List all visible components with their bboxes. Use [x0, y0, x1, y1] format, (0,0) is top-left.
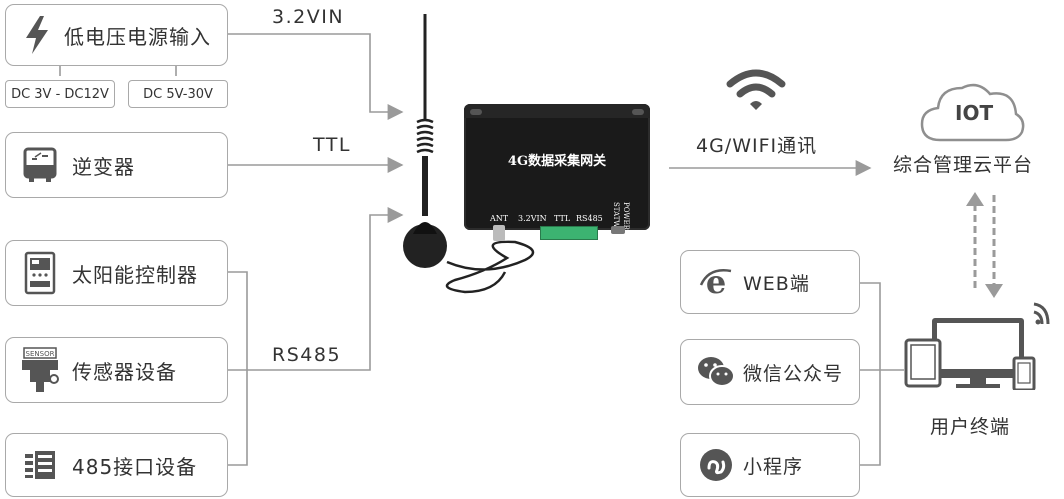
rs485-device-icon — [16, 449, 64, 481]
rs485-line — [247, 207, 404, 371]
power-range-12v: DC 3V - DC12V — [5, 80, 115, 108]
sensor-box: SENSOR 传感器设备 — [5, 337, 228, 403]
gateway-mount-hole-left — [470, 109, 482, 115]
rs485-protocol-label: RS485 — [272, 344, 342, 366]
cloud-label: 综合管理云平台 — [893, 154, 1034, 176]
cloud-badge: IOT — [955, 101, 994, 125]
user-terminal-icon — [904, 302, 1050, 390]
sensor-icon: SENSOR — [16, 347, 64, 393]
ie-browser-icon: e — [693, 265, 739, 299]
uplink-label: 4G/WIFI通讯 — [696, 135, 818, 157]
power-input-box: 低电压电源输入 — [5, 4, 228, 66]
mini-program-label: 小程序 — [743, 455, 804, 478]
cloud-icon — [920, 83, 1025, 142]
range-split-line — [59, 66, 177, 76]
mini-program-box: 小程序 — [680, 433, 860, 497]
gateway-title: 4G数据采集网关 — [507, 154, 607, 169]
solar-controller-box: 太阳能控制器 — [5, 240, 228, 306]
web-client-box: e WEB端 — [680, 250, 860, 314]
gateway-port-vin: 3.2VIN — [518, 214, 547, 223]
power-range-30v: DC 5V-30V — [128, 80, 228, 108]
inverter-label: 逆变器 — [72, 154, 135, 179]
ttl-protocol-label: TTL — [313, 134, 351, 156]
antenna-icon — [403, 14, 535, 294]
wechat-client-label: 微信公众号 — [743, 362, 844, 385]
web-client-label: WEB端 — [743, 272, 810, 295]
gateway-mount-hole-right — [632, 109, 644, 115]
wifi-icon — [726, 69, 786, 110]
gateway-led-power: POWER — [622, 202, 630, 231]
wechat-client-box: 微信公众号 — [680, 339, 860, 405]
rs485-device-box: 485接口设备 — [5, 433, 228, 497]
gateway-port-rs485: RS485 — [576, 214, 603, 223]
user-terminal-label: 用户终端 — [930, 416, 1011, 438]
solar-controller-label: 太阳能控制器 — [72, 262, 198, 287]
mini-program-icon — [693, 448, 739, 482]
gateway-port-ant: ANT — [490, 214, 509, 223]
gateway-port-ttl: TTL — [554, 214, 571, 223]
solar-controller-icon — [16, 251, 64, 295]
inverter-icon — [16, 147, 64, 183]
power-protocol-label: 3.2VIN — [272, 6, 345, 28]
wechat-icon — [693, 356, 739, 388]
clients-bus — [860, 282, 904, 466]
svg-text:SENSOR: SENSOR — [26, 350, 55, 358]
gateway-device: 4G数据采集网关 ANT 3.2VIN TTL RS485 STATWS POW… — [464, 104, 650, 233]
sensor-label: 传感器设备 — [72, 359, 177, 384]
inverter-box: 逆变器 — [5, 132, 228, 198]
gateway-led-light — [611, 226, 625, 234]
power-input-label: 低电压电源输入 — [64, 24, 211, 49]
gateway-antenna-connector — [493, 225, 505, 241]
gateway-led-status: STATWS — [612, 202, 620, 233]
rs485-device-label: 485接口设备 — [72, 454, 198, 479]
gateway-terminal-block — [540, 226, 598, 240]
rs485-bus — [228, 271, 248, 466]
power-line — [228, 33, 404, 120]
lightning-icon — [14, 16, 60, 54]
